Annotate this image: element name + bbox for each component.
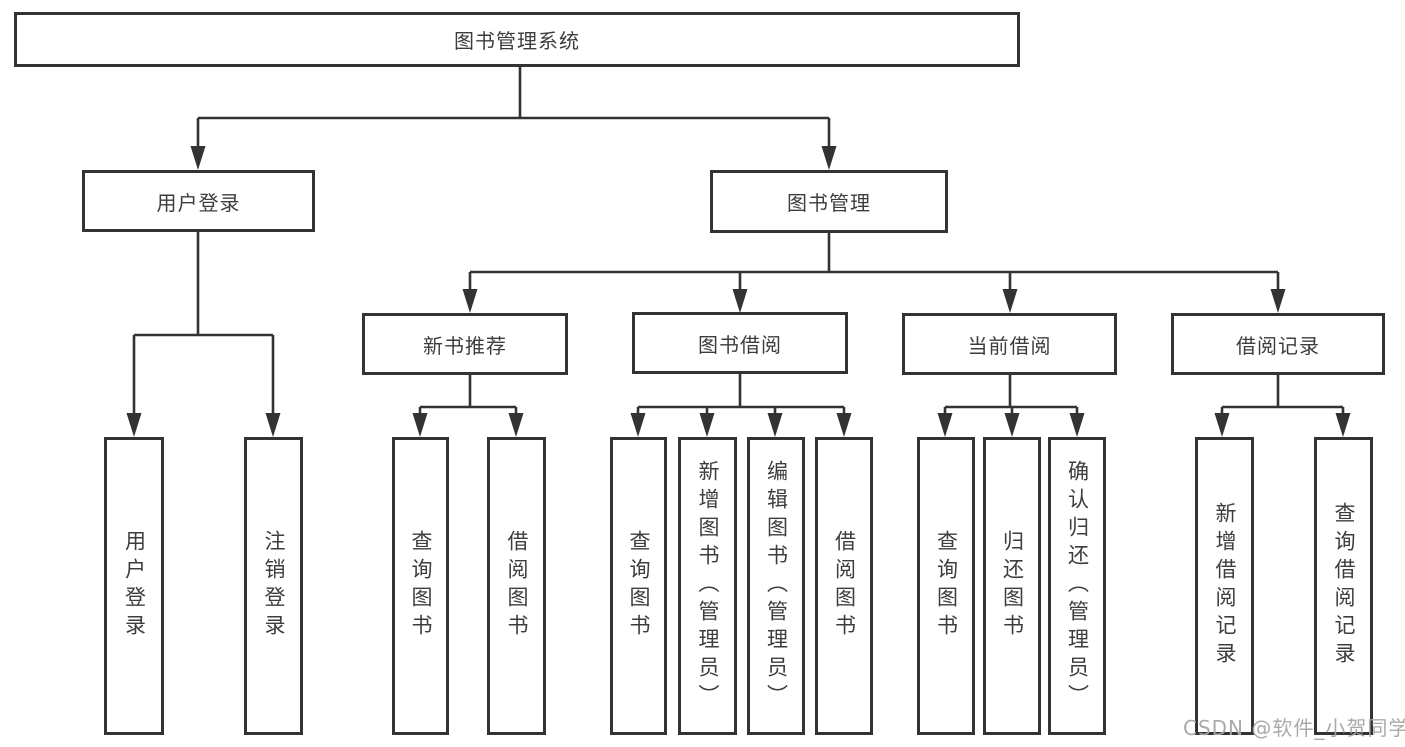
leaf-return-books: 归还图书	[983, 437, 1041, 735]
leaf-add-books-admin-label: 新增图书（管理员）	[696, 460, 720, 712]
leaf-confirm-return-admin: 确认归还（管理员）	[1048, 437, 1106, 735]
leaf-logout: 注销登录	[244, 437, 303, 735]
node-library-system: 图书管理系统	[14, 12, 1020, 67]
node-book-management: 图书管理	[710, 170, 948, 233]
leaf-add-books-admin: 新增图书（管理员）	[678, 437, 737, 735]
node-borrow-records-label: 借阅记录	[1236, 333, 1320, 358]
leaf-add-borrow-record-label: 新增借阅记录	[1213, 502, 1237, 670]
node-book-management-label: 图书管理	[787, 191, 871, 215]
node-user-login-label: 用户登录	[156, 190, 241, 215]
node-current-borrow: 当前借阅	[902, 313, 1117, 375]
leaf-edit-books-admin-label: 编辑图书（管理员）	[764, 460, 789, 712]
leaf-borrow-books-recommend-label: 借阅图书	[505, 530, 529, 642]
leaf-query-books-current: 查询图书	[917, 437, 975, 735]
leaf-borrow-books: 借阅图书	[815, 437, 873, 735]
node-library-system-label: 图书管理系统	[454, 29, 580, 53]
node-book-borrow: 图书借阅	[632, 312, 848, 374]
node-new-book-recommend-label: 新书推荐	[423, 333, 507, 358]
leaf-edit-books-admin: 编辑图书（管理员）	[747, 437, 805, 735]
leaf-user-login: 用户登录	[104, 437, 164, 735]
arrowheads	[126, 146, 1351, 437]
leaf-confirm-return-admin-label: 确认归还（管理员）	[1065, 460, 1090, 712]
node-user-login: 用户登录	[82, 170, 315, 232]
leaf-query-books-recommend-label: 查询图书	[409, 530, 433, 642]
leaf-query-books-borrow-label: 查询图书	[627, 530, 651, 642]
leaf-add-borrow-record: 新增借阅记录	[1195, 437, 1254, 735]
leaf-borrow-books-recommend: 借阅图书	[487, 437, 546, 735]
node-book-borrow-label: 图书借阅	[698, 332, 782, 357]
leaf-query-books-recommend: 查询图书	[392, 437, 449, 735]
leaf-user-login-label: 用户登录	[122, 530, 147, 642]
node-new-book-recommend: 新书推荐	[362, 313, 568, 375]
leaf-return-books-label: 归还图书	[1000, 530, 1025, 642]
leaf-query-borrow-record-label: 查询借阅记录	[1332, 502, 1356, 670]
leaf-query-books-current-label: 查询图书	[934, 530, 959, 642]
csdn-watermark: CSDN @软件_小贺同学	[1183, 716, 1405, 740]
leaf-query-borrow-record: 查询借阅记录	[1314, 437, 1373, 735]
leaf-logout-label: 注销登录	[262, 530, 286, 642]
leaf-borrow-books-label: 借阅图书	[832, 530, 857, 642]
leaf-query-books-borrow: 查询图书	[610, 437, 667, 735]
node-borrow-records: 借阅记录	[1171, 313, 1385, 375]
node-current-borrow-label: 当前借阅	[967, 333, 1052, 358]
